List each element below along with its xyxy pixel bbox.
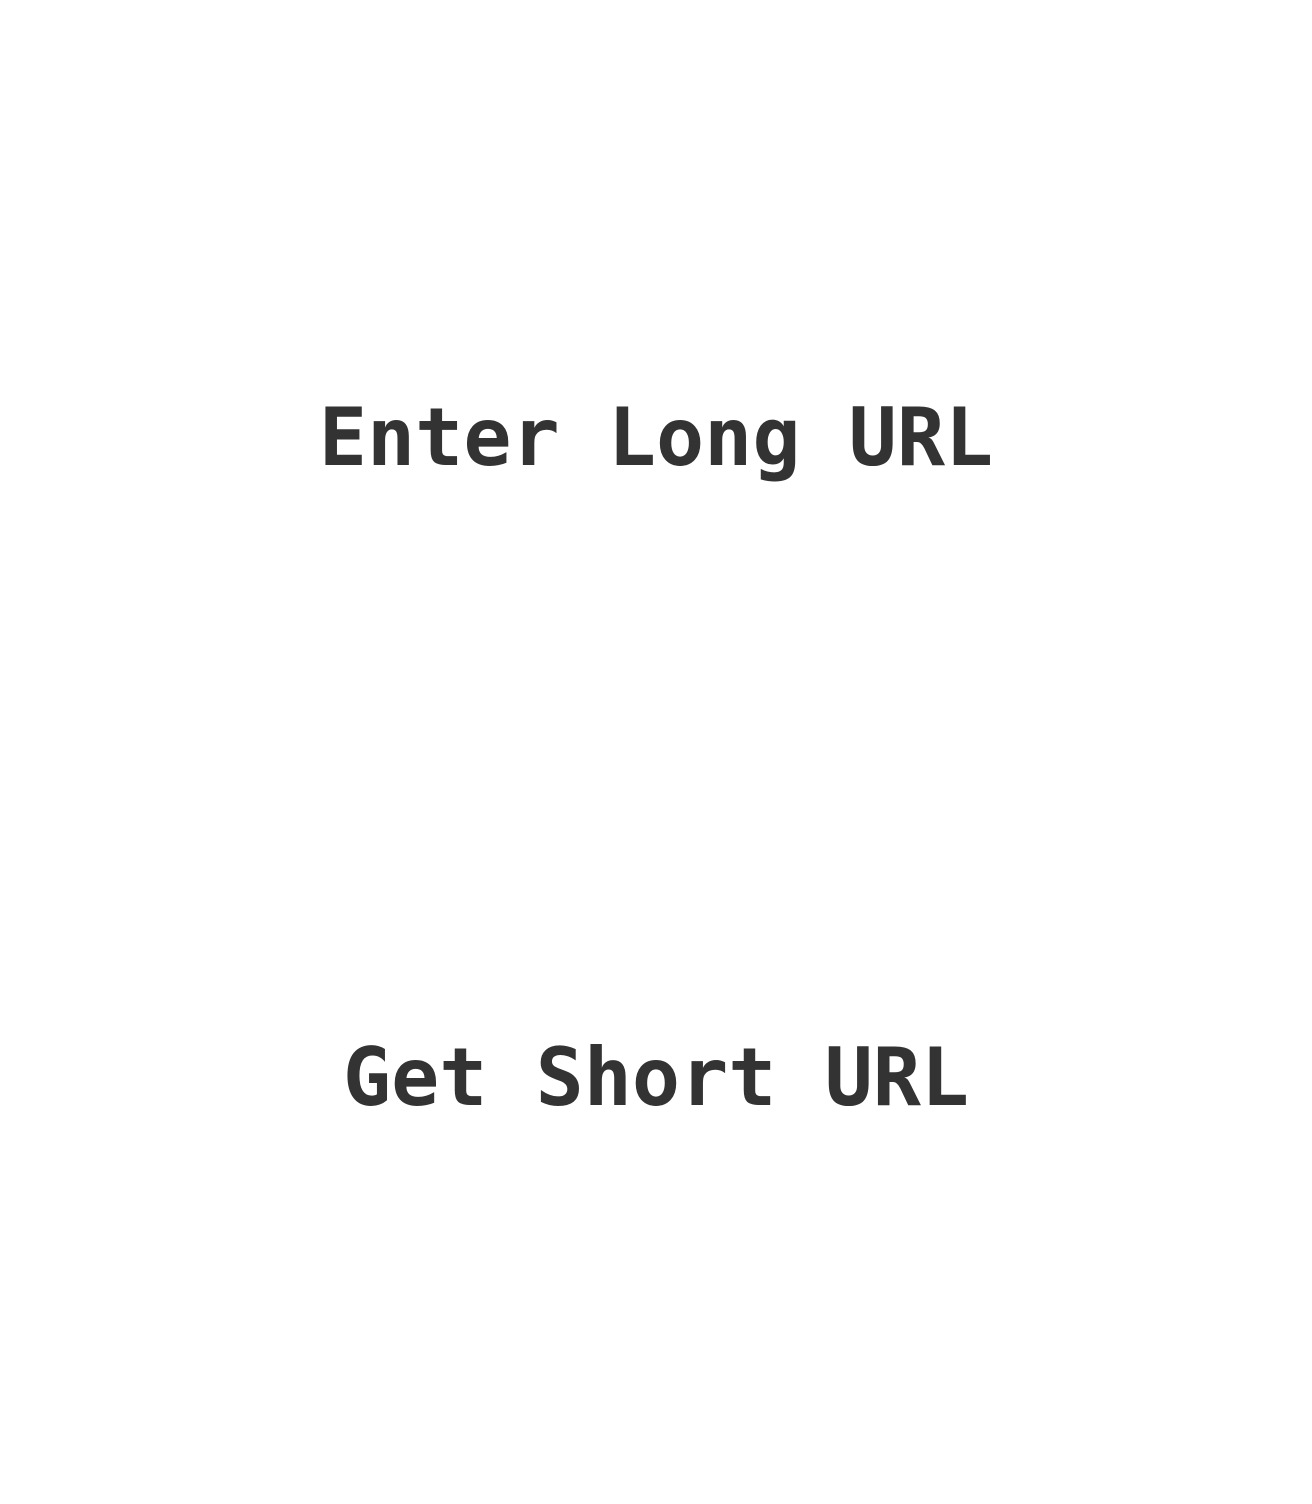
get-short-url-button[interactable]: Get Short URL — [0, 1038, 1312, 1118]
long-url-label: Enter Long URL — [318, 391, 994, 484]
